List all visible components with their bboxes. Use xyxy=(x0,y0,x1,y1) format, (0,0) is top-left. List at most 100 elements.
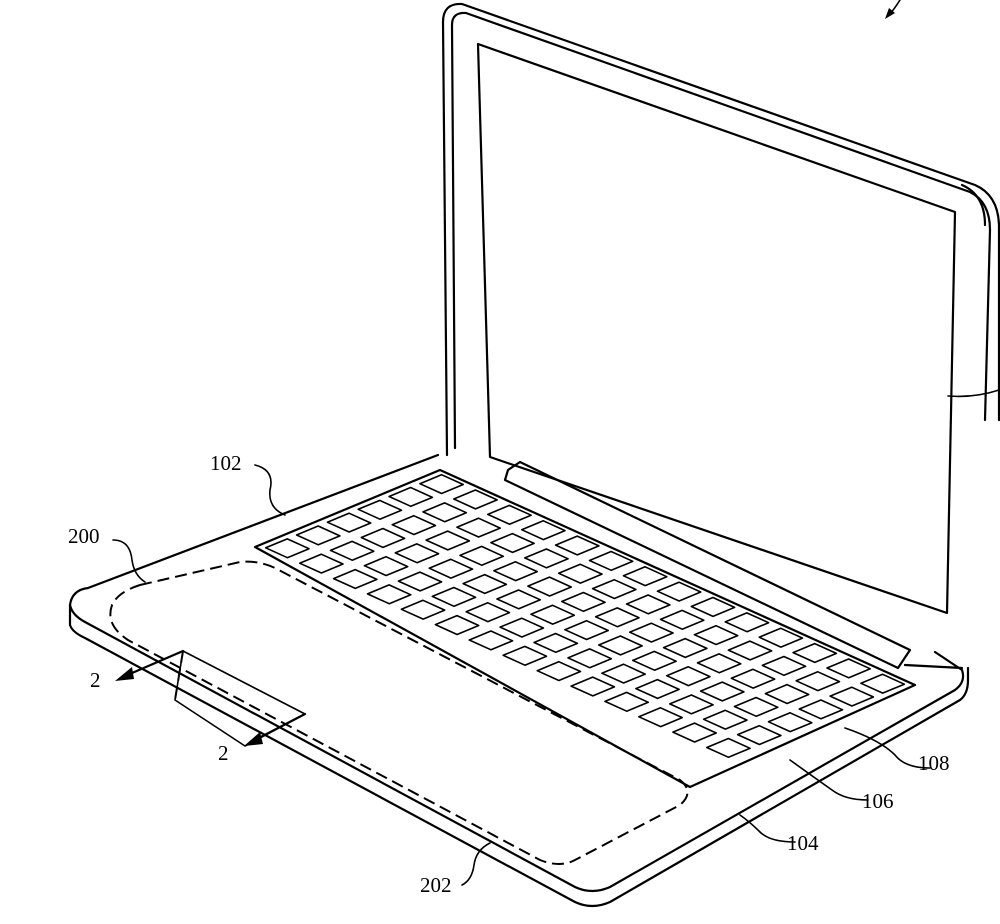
keyboard-key xyxy=(567,648,613,669)
section-line-arrows xyxy=(115,649,307,746)
keyboard-key xyxy=(554,535,600,556)
display-screen xyxy=(476,42,957,615)
keyboard-key xyxy=(400,599,446,620)
keyboard-key xyxy=(733,696,779,718)
keyboard-key xyxy=(591,578,637,600)
keyboard-key xyxy=(564,619,610,641)
keyboard-key xyxy=(601,663,647,684)
trackpad-region xyxy=(109,560,689,865)
keyboard-key xyxy=(826,658,872,679)
keyboard-key xyxy=(459,545,505,567)
label-106: 106 xyxy=(862,789,894,813)
keyboard-key xyxy=(696,653,742,674)
keyboard-key xyxy=(425,530,471,551)
keyboard-key xyxy=(588,550,634,572)
keyboard-key xyxy=(761,655,807,677)
keyboard-key xyxy=(493,560,539,582)
keyboard-key xyxy=(298,553,344,574)
keyboard-key xyxy=(456,517,502,538)
keyboard-key xyxy=(527,576,573,597)
keyboard-key xyxy=(523,548,569,569)
keyboard-key xyxy=(499,617,545,638)
label-108: 108 xyxy=(918,751,950,775)
keyboard-key xyxy=(434,614,480,636)
keyboard-key xyxy=(502,645,548,667)
keyboard-key xyxy=(397,571,443,592)
keyboard-key xyxy=(560,591,606,613)
label-104: 104 xyxy=(787,831,819,855)
hinge xyxy=(503,460,912,670)
keyboard-key xyxy=(496,589,542,610)
keyboard-key xyxy=(431,586,477,608)
keyboard-key xyxy=(391,514,437,536)
keyboard-key xyxy=(625,594,671,615)
keyboard-key xyxy=(635,678,680,700)
keyboard-key xyxy=(705,737,751,759)
label-102: 102 xyxy=(210,451,242,475)
keyboard-key xyxy=(533,632,579,654)
keyboard-key xyxy=(662,637,708,659)
keyboard-key xyxy=(638,706,684,728)
keyboard-key xyxy=(326,512,372,533)
keyboard-key xyxy=(767,711,813,733)
keyboard-key xyxy=(536,660,582,682)
keyboard-key xyxy=(727,640,773,661)
section-box xyxy=(174,650,306,747)
keyboard-key xyxy=(693,624,739,646)
keyboard-key xyxy=(628,622,674,643)
keyboard-key xyxy=(672,722,718,743)
keyboard-key xyxy=(622,565,668,587)
base-housing xyxy=(68,453,970,908)
keyboard-key xyxy=(419,473,465,495)
keyboard-key xyxy=(724,612,770,633)
keyboard-key xyxy=(465,601,511,623)
keyboard-key xyxy=(388,486,434,508)
keyboard-key xyxy=(594,607,640,628)
keyboard-key xyxy=(332,568,378,590)
keyboard-key xyxy=(795,670,841,692)
keyboard-key xyxy=(363,555,409,577)
keyboard-key xyxy=(665,665,711,687)
keyboard-key xyxy=(530,604,576,625)
keyboard-key xyxy=(736,724,782,746)
keyboard-key xyxy=(860,673,906,694)
keyboard-key xyxy=(570,676,616,697)
keyboard-opening xyxy=(253,468,917,789)
keyboard-key xyxy=(295,525,341,546)
keyboard-key xyxy=(604,691,650,713)
keyboard-key xyxy=(462,573,508,595)
keyboard-key xyxy=(490,532,535,554)
keyboard-key xyxy=(520,519,566,541)
keyboard-key xyxy=(422,502,468,523)
display-lid xyxy=(441,2,1000,615)
keyboard-key xyxy=(829,686,875,707)
keyboard-key xyxy=(792,642,838,664)
keyboard-key xyxy=(656,581,702,602)
keyboard-key xyxy=(668,694,714,715)
keyboard-key xyxy=(452,489,498,510)
keyboard-key xyxy=(394,543,440,564)
keyboard-key xyxy=(264,538,310,559)
label-200: 200 xyxy=(68,524,100,548)
keyboard-key xyxy=(360,527,406,549)
leader-lines xyxy=(112,0,931,886)
keyboard-key xyxy=(597,635,643,656)
keyboard-key xyxy=(557,563,603,584)
keyboard-key xyxy=(730,668,776,689)
keyboard-key xyxy=(764,683,810,705)
label-202: 202 xyxy=(420,873,452,897)
keyboard-key xyxy=(631,650,677,672)
label-section-2-bottom: 2 xyxy=(218,741,229,765)
keyboard-key xyxy=(366,584,412,605)
label-section-2-top: 2 xyxy=(90,668,101,692)
keyboard-key xyxy=(329,540,375,562)
keyboard-key xyxy=(486,504,532,526)
keyboard-key xyxy=(798,699,844,720)
keyboard-key xyxy=(428,558,474,579)
keyboard-key xyxy=(690,596,736,618)
keyboard-key xyxy=(659,609,705,631)
keyboard-key xyxy=(699,681,745,702)
keyboard-key xyxy=(468,630,514,651)
